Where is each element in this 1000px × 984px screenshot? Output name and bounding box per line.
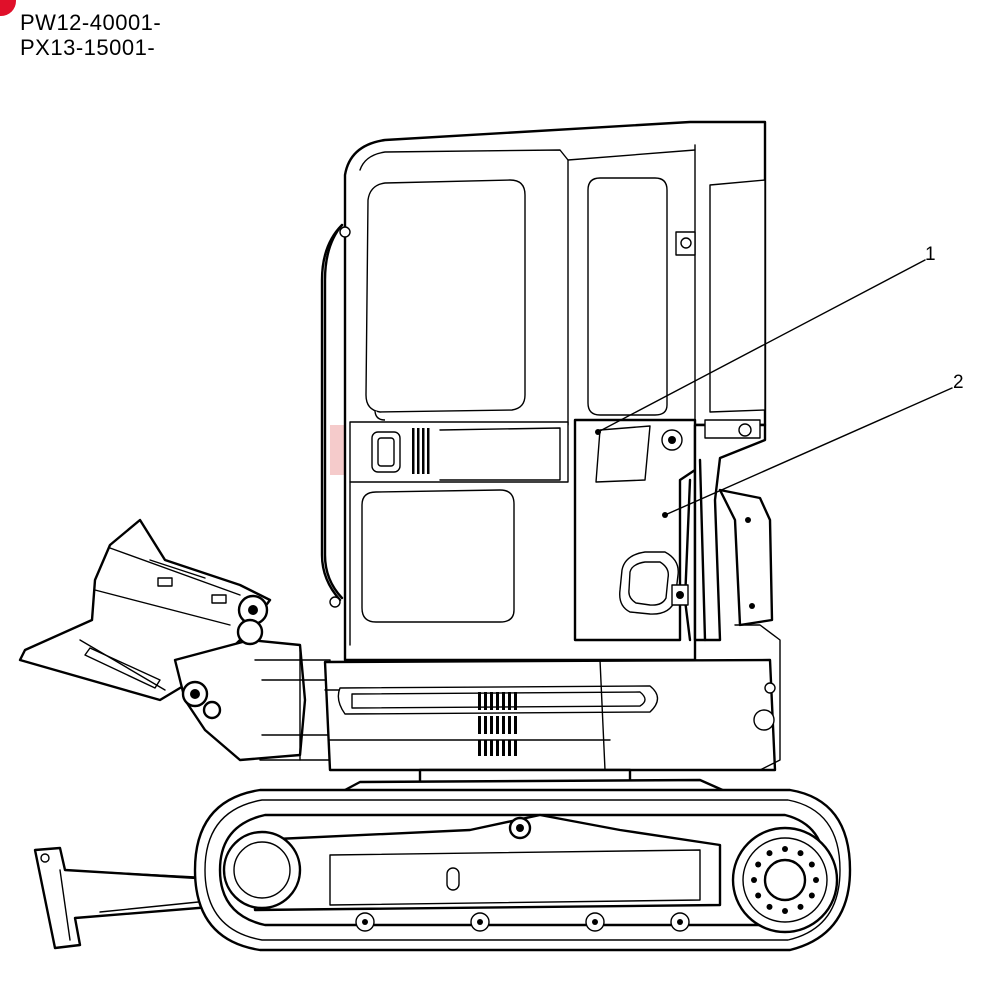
callout-label-1: 1 — [925, 244, 936, 265]
serial-range-1: PW12-40001- — [20, 10, 162, 35]
grille-slot — [508, 740, 511, 756]
door-vent-slot — [422, 428, 425, 474]
sprocket-bolt — [797, 850, 804, 857]
track-roller-hub — [477, 919, 483, 925]
sprocket-bolt — [782, 846, 788, 852]
swing-bracket — [173, 594, 331, 762]
grille-slot — [478, 716, 481, 734]
sprocket-bolt — [808, 892, 815, 899]
sprocket-bolt — [797, 903, 804, 910]
grille-slot — [508, 716, 511, 734]
door-vent-slot — [417, 428, 420, 474]
callout-label-2: 2 — [953, 372, 964, 393]
grille-slot — [478, 740, 481, 756]
sprocket-bolt — [782, 908, 788, 914]
grille-slot — [496, 740, 499, 756]
serial-range-2: PX13-15001- — [20, 35, 156, 60]
grille-slot — [484, 716, 487, 734]
sprocket-bolt — [751, 877, 757, 883]
door-vent-slot — [412, 428, 415, 474]
grille-slot — [502, 740, 505, 756]
grille-slots — [478, 692, 517, 756]
grille-slot — [478, 692, 481, 710]
operator-cab — [320, 120, 774, 662]
grille-slot — [490, 716, 493, 734]
grille-slot — [490, 740, 493, 756]
door-vent-slot — [427, 428, 430, 474]
grille-slot — [496, 716, 499, 734]
track-roller-hub — [362, 919, 368, 925]
grille-slot — [484, 692, 487, 710]
crawler-track — [193, 788, 852, 952]
grille-slot — [514, 716, 517, 734]
sprocket-bolt — [813, 877, 819, 883]
track-roller-hub — [592, 919, 598, 925]
grille-slot — [508, 692, 511, 710]
sprocket-bolt — [808, 861, 815, 868]
grille-slot — [484, 740, 487, 756]
sprocket-bolt — [755, 892, 762, 899]
track-roller-hub — [677, 919, 683, 925]
leader-lines — [595, 259, 953, 518]
grille-slot — [514, 692, 517, 710]
grille-slot — [502, 692, 505, 710]
grille-slot — [514, 740, 517, 756]
sprocket-bolt — [755, 861, 762, 868]
sprocket-bolt — [766, 850, 773, 857]
grille-slot — [490, 692, 493, 710]
serial-number-block: PW12-40001- PX13-15001- — [20, 10, 161, 60]
grille-slot — [502, 716, 505, 734]
sprocket-bolt — [766, 903, 773, 910]
grille-slot — [496, 692, 499, 710]
